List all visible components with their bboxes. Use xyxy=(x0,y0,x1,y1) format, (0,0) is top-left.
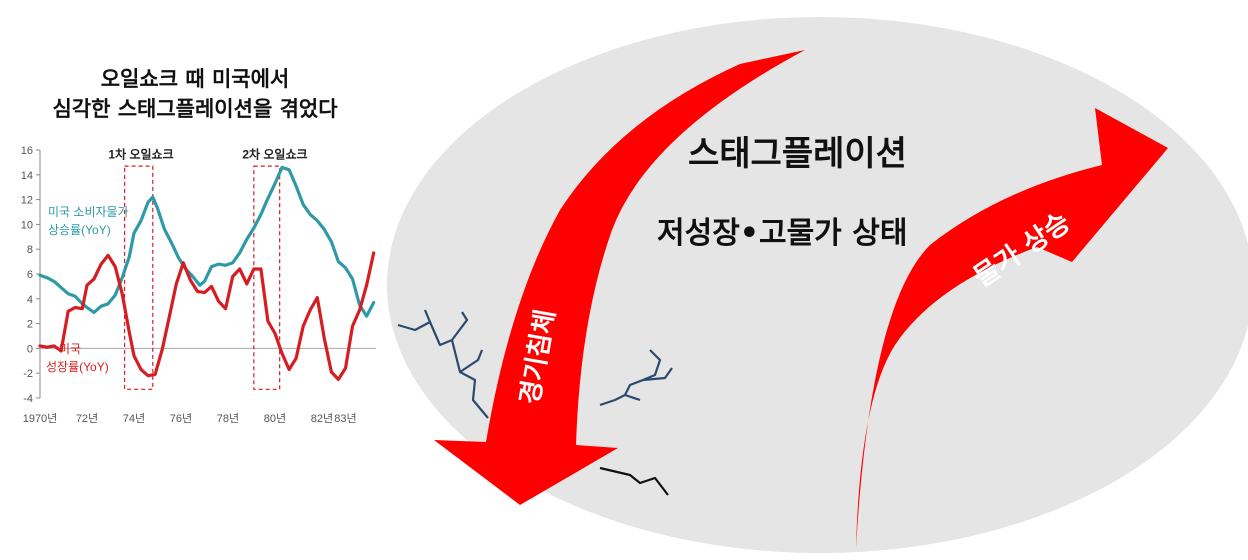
oil-shock-label-2: 2차 오일쇼크 xyxy=(242,147,307,162)
x-tick-label: 74년 xyxy=(123,412,145,425)
stagflation-ellipse xyxy=(387,17,1248,553)
x-tick-label: 80년 xyxy=(264,412,286,425)
x-tick-label: 83년 xyxy=(334,412,356,425)
x-tick-label: 1970년 xyxy=(23,412,58,425)
y-tick-label: 6 xyxy=(27,269,33,281)
recession-arrow xyxy=(434,50,805,505)
oil-shock-label-1: 1차 오일쇼크 xyxy=(108,147,173,162)
series-label-1: 미국 소비자물가 xyxy=(48,205,129,219)
chart-title: 오일쇼크 때 미국에서 심각한 스태그플레이션을 겪었다 xyxy=(0,64,390,124)
series-label-2: 미국 xyxy=(59,342,81,356)
y-tick-label: -2 xyxy=(23,368,33,380)
stagflation-label: 스태그플레이션 xyxy=(688,134,907,174)
y-tick-label: 12 xyxy=(21,195,33,207)
y-tick-label: 16 xyxy=(21,145,33,157)
oil-shock-box-2 xyxy=(253,165,281,390)
y-tick-label: -4 xyxy=(23,393,33,405)
line-chart: -4 -2 0 2 4 6 8 10 12 14 16 1970년 72년 74년 76년 78년 80년 82년… xyxy=(21,145,376,425)
x-tick-label: 72년 xyxy=(76,412,98,425)
chart-title-line-1: 오일쇼크 때 미국에서 xyxy=(100,67,290,91)
x-tick-label: 78년 xyxy=(217,412,239,425)
x-tick-label: 76년 xyxy=(170,412,192,425)
crack-right xyxy=(599,349,673,407)
y-tick-label: 14 xyxy=(21,170,33,182)
y-tick-label: 10 xyxy=(21,219,33,231)
series-line-2 xyxy=(38,251,376,381)
series-label-2: 성장률(YoY) xyxy=(46,360,109,374)
low-growth-high-price-label: 저성장•고물가 상태 xyxy=(657,216,908,251)
oil-shock-box-1 xyxy=(123,165,154,390)
crack-bottom xyxy=(599,466,669,496)
y-tick-label: 4 xyxy=(27,294,33,306)
y-tick-label: 8 xyxy=(27,244,33,256)
crack-left xyxy=(397,309,489,419)
ground-cracks xyxy=(397,309,673,496)
chart-title-line-2: 심각한 스태그플레이션을 겪었다 xyxy=(52,97,338,121)
y-tick-label: 2 xyxy=(27,319,33,331)
y-tick-label: 0 xyxy=(27,343,33,355)
series-line-1 xyxy=(38,165,376,318)
series-label-1: 상승률(YoY) xyxy=(48,223,111,237)
x-tick-label: 82년 xyxy=(311,412,333,425)
price-rise-arrow xyxy=(856,108,1168,548)
